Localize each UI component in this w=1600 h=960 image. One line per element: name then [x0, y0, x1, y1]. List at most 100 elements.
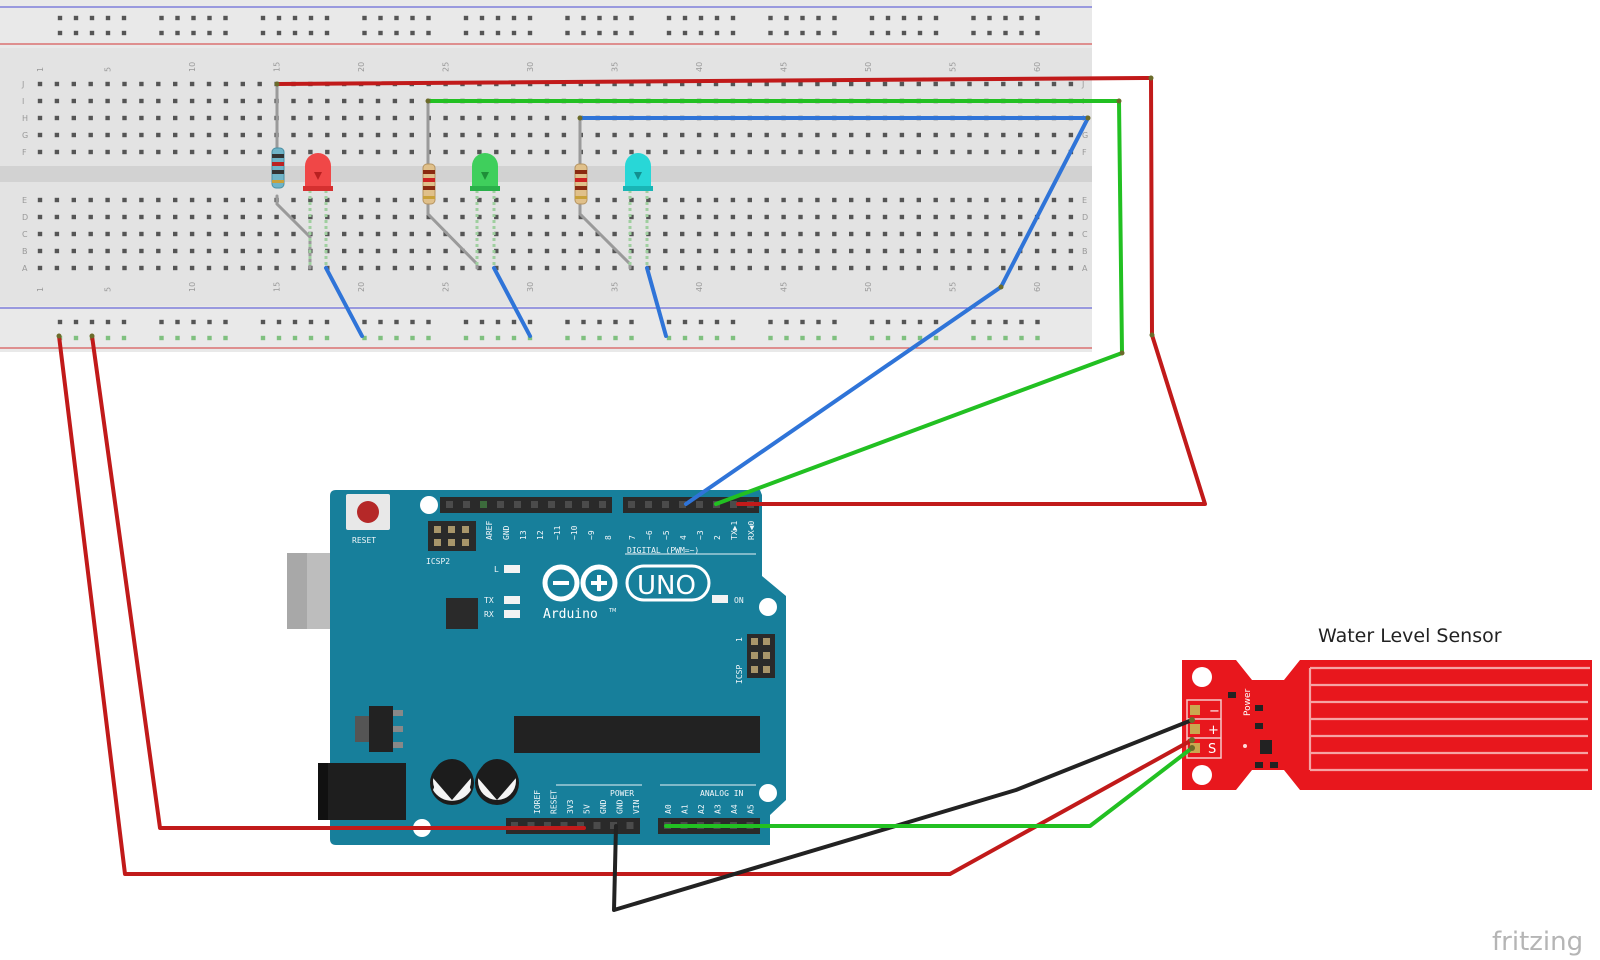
rail-hole — [933, 335, 939, 341]
breadboard-hole — [291, 214, 296, 220]
rail-hole — [987, 15, 992, 21]
breadboard-hole — [832, 214, 837, 220]
power-pin[interactable] — [511, 822, 518, 829]
digital-pin[interactable] — [696, 501, 703, 508]
breadboard-hole — [882, 265, 888, 271]
digital-pin[interactable] — [645, 501, 652, 508]
wire-sensor-power[interactable] — [57, 334, 1194, 876]
power-pin[interactable] — [544, 822, 551, 829]
power-pin[interactable] — [560, 822, 568, 829]
breadboard-hole — [291, 115, 296, 121]
digital-pin[interactable] — [599, 501, 606, 508]
breadboard-hole — [206, 214, 212, 220]
breadboard-hole — [409, 197, 414, 203]
breadboard-hole — [71, 149, 76, 155]
power-pin[interactable] — [577, 822, 584, 829]
breadboard-hole — [139, 98, 144, 104]
breadboard-hole — [1051, 197, 1057, 203]
rail-hole — [885, 335, 891, 341]
power-pin[interactable] — [626, 822, 634, 829]
wire-led-green-ground[interactable] — [492, 266, 532, 338]
breadboard-hole — [206, 248, 212, 254]
digital-pin[interactable] — [582, 501, 589, 508]
rail-hole — [105, 319, 111, 325]
rail-hole — [105, 335, 111, 341]
breadboard-hole — [139, 115, 144, 121]
breadboard-hole — [747, 149, 752, 155]
rail-hole — [394, 15, 399, 21]
breadboard-hole — [409, 231, 414, 237]
digital-pin[interactable] — [497, 501, 504, 508]
power-pin[interactable] — [593, 822, 601, 829]
rail-hole — [869, 319, 875, 325]
digital-pin[interactable] — [730, 501, 737, 508]
breadboard-hole — [578, 265, 583, 271]
breadboard-hole — [730, 265, 736, 271]
rail-hole — [730, 335, 736, 341]
breadboard-hole — [443, 197, 448, 203]
power-pin[interactable] — [610, 822, 617, 829]
digital-pin[interactable] — [679, 501, 686, 508]
wire-led-cyan-ground[interactable] — [645, 266, 668, 338]
icsp-header — [747, 634, 775, 678]
breadboard-hole — [122, 197, 127, 203]
digital-pin[interactable] — [548, 501, 555, 508]
breadboard-hole — [291, 132, 296, 138]
breadboard-hole — [206, 197, 212, 203]
breadboard-hole — [257, 197, 262, 203]
breadboard-hole — [832, 149, 837, 155]
rail-hole — [495, 30, 501, 36]
digital-pin[interactable] — [463, 501, 470, 508]
breadboard-hole — [88, 98, 93, 104]
digital-pin[interactable] — [628, 501, 635, 508]
breadboard-hole — [696, 81, 702, 87]
wire-led-red-ground[interactable] — [324, 266, 364, 338]
digital-pin[interactable] — [531, 501, 538, 508]
breadboard-hole — [358, 115, 364, 121]
rail-hole — [378, 30, 383, 36]
breadboard-hole — [375, 231, 381, 237]
wire-green-led-signal[interactable] — [426, 99, 1124, 506]
breadboard-hole — [105, 149, 110, 155]
breadboard-hole — [832, 132, 837, 138]
rail-hole — [714, 15, 720, 21]
breadboard-hole — [189, 132, 195, 138]
breadboard-hole — [88, 214, 93, 220]
breadboard-hole — [189, 248, 195, 254]
breadboard-hole — [713, 197, 719, 203]
breadboard-hole — [511, 149, 516, 155]
digital-pin[interactable] — [480, 501, 487, 508]
digital-pin-label: GND — [502, 525, 511, 540]
column-number: 30 — [526, 62, 535, 72]
fritzing-watermark: fritzing — [1492, 927, 1583, 957]
breadboard-hole — [1001, 231, 1006, 237]
column-number: 40 — [695, 282, 704, 292]
wire-5v-rail[interactable] — [90, 334, 586, 830]
digital-pin[interactable] — [514, 501, 521, 508]
digital-pin[interactable] — [446, 501, 453, 508]
breadboard-hole — [578, 214, 583, 220]
power-pin[interactable] — [527, 822, 535, 829]
rail-hole — [511, 335, 517, 341]
rail-hole — [223, 319, 228, 325]
breadboard-hole — [967, 231, 972, 237]
breadboard-hole — [257, 149, 262, 155]
breadboard-hole — [240, 214, 245, 220]
breadboard-hole — [443, 214, 448, 220]
wire-sensor-signal[interactable] — [664, 746, 1194, 828]
breadboard-hole — [173, 132, 178, 138]
l-led-label: L — [494, 565, 499, 574]
wire-blue-led-signal[interactable] — [578, 116, 1090, 506]
wire-sensor-ground[interactable] — [612, 718, 1194, 912]
rail-hole — [324, 30, 330, 36]
digital-pin[interactable] — [662, 501, 669, 508]
breadboard-hole — [156, 265, 161, 271]
breadboard-hole — [443, 115, 448, 121]
rail-hole — [362, 335, 367, 341]
breadboard-hole — [696, 132, 702, 138]
digital-pin[interactable] — [565, 501, 572, 508]
breadboard-hole — [612, 231, 617, 237]
breadboard-hole — [358, 265, 364, 271]
column-number: 15 — [273, 62, 282, 72]
